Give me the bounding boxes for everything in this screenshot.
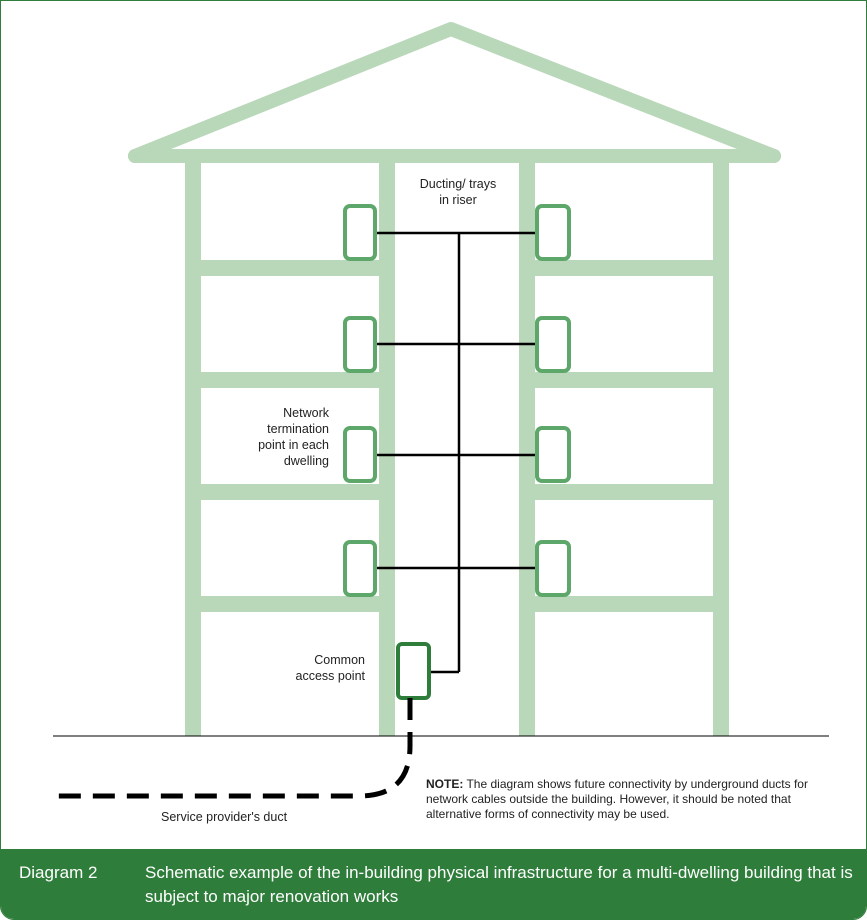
column-riser-left [379,156,395,736]
column-right [713,156,729,736]
roof [128,22,781,163]
note-heading: NOTE: [426,777,464,791]
caption-bar: Diagram 2 Schematic example of the in-bu… [1,849,866,919]
note-text: The diagram shows future connectivity by… [426,777,808,821]
column-riser-right [519,156,535,736]
floor-slab-right [519,484,729,500]
floor-slab-right [519,260,729,276]
ntp-boxes [343,204,571,597]
floor-slab-left [185,372,395,388]
ntp-box [343,316,377,373]
column-left [185,156,201,736]
floor-slab-right [519,596,729,612]
service-provider-duct [53,698,413,799]
branch-cables [375,231,537,570]
floor-slab-right [519,372,729,388]
floor-slab-left [185,596,395,612]
common-access-point-label: Common access point [295,653,365,683]
ntp-box [535,540,571,597]
ntp-label: Network termination point in each dwelli… [258,406,329,468]
caption-text: Schematic example of the in-building phy… [145,863,853,906]
ntp-box [343,204,377,261]
floor-slab-left [185,260,395,276]
riser-label: Ducting/ trays in riser [419,177,497,207]
ntp-box [535,316,571,373]
floor-slab-left [185,484,395,500]
diagram-note: NOTE: The diagram shows future connectiv… [426,777,846,822]
ntp-box [343,426,377,483]
caption-number: Diagram 2 [19,863,98,882]
ntp-box [343,540,377,597]
floor-slabs [185,260,729,612]
service-provider-duct-label: Service provider's duct [161,810,288,824]
building-columns [185,156,729,736]
ntp-box [535,426,571,483]
common-access-point-box [396,642,431,700]
ntp-box [535,204,571,261]
